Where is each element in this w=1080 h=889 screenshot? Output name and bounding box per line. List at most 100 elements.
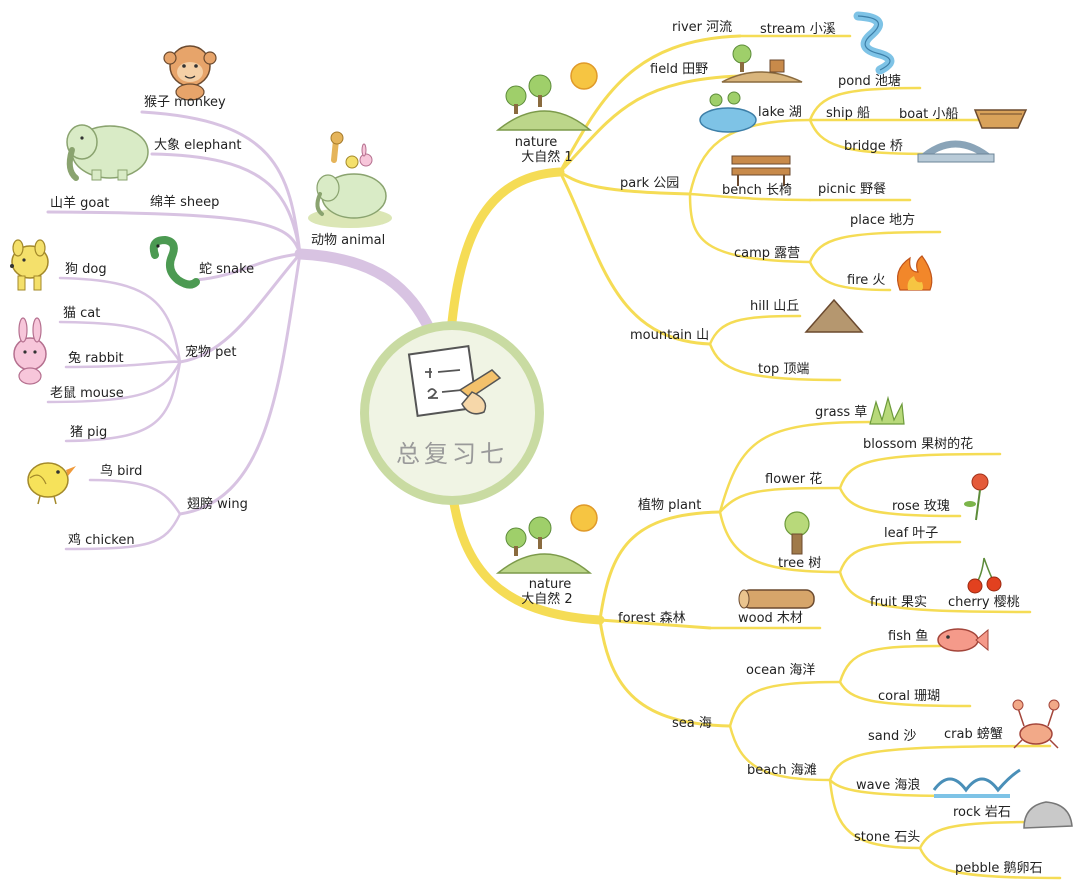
branch-rock — [918, 820, 1032, 850]
branch-sand — [828, 744, 1052, 782]
bird-icon — [27, 462, 76, 505]
label-top: top 顶端 — [758, 362, 809, 377]
branch-snake — [194, 252, 302, 282]
branch-pond — [808, 86, 922, 122]
label-wave: wave 海浪 — [856, 778, 920, 793]
label-nature2-zh: 大自然 2 — [521, 591, 572, 607]
label-bridge: bridge 桥 — [844, 139, 903, 154]
branch-fish — [838, 644, 942, 684]
label-place: place 地方 — [850, 212, 915, 228]
label-grass: grass 草 — [815, 405, 867, 420]
label-sea: sea 海 — [672, 716, 712, 731]
label-chicken: 鸡 chicken — [68, 532, 135, 548]
label-pet: 宠物 pet — [185, 344, 236, 360]
branch-ocean — [728, 680, 842, 728]
label-wing: 翅膀 wing — [187, 496, 248, 512]
branch-elephant — [150, 152, 302, 256]
label-field: field 田野 — [650, 62, 708, 77]
branch-tree — [718, 510, 842, 574]
label-pebble: pebble 鹅卵石 — [955, 860, 1043, 876]
branch-n1-mountain — [558, 170, 712, 346]
branch-monkey — [140, 110, 302, 256]
branch-n2-forest — [598, 618, 712, 630]
branch-n1-field — [558, 74, 742, 174]
label-park: park 公园 — [620, 176, 679, 191]
nature-branches — [447, 34, 1062, 880]
animal-hub-icon — [308, 131, 392, 228]
label-river: river 河流 — [672, 20, 732, 35]
branch-pig — [64, 360, 182, 443]
label-rock: rock 岩石 — [953, 805, 1011, 820]
cherry-icon — [967, 557, 1002, 594]
label-leaf: leaf 叶子 — [884, 526, 938, 541]
label-mouse: 老鼠 mouse — [50, 386, 124, 401]
branch-n1-river — [558, 34, 742, 174]
bench-icon — [731, 155, 791, 186]
branch-center-nature2 — [447, 485, 605, 625]
center-node: 总复习七 — [360, 321, 544, 505]
branch-pet — [178, 252, 302, 364]
hill-icon — [804, 298, 864, 333]
label-fire: fire 火 — [847, 273, 885, 288]
dog-icon — [10, 239, 49, 291]
label-plant: 植物 plant — [638, 498, 701, 513]
label-fruit: fruit 果实 — [870, 595, 927, 610]
label-mountain: mountain 山 — [630, 328, 709, 343]
label-ocean: ocean 海洋 — [746, 663, 815, 678]
branch-n2-plant — [598, 510, 722, 622]
label-nature2-en: nature — [529, 577, 572, 592]
bridge-icon — [917, 140, 995, 163]
grass-icon — [869, 395, 905, 425]
branch-bridge — [808, 118, 932, 156]
tree-icon — [784, 511, 810, 555]
animal-branches — [46, 110, 436, 551]
branch-place — [808, 230, 942, 264]
label-wood: wood 木材 — [738, 611, 803, 626]
label-forest: forest 森林 — [618, 611, 686, 626]
label-nature1-zh: 大自然 1 — [521, 149, 572, 165]
label-boat: boat 小船 — [899, 107, 958, 122]
branch-coral — [838, 680, 972, 708]
fire-icon — [897, 255, 933, 291]
field-icon — [721, 44, 803, 83]
snake-icon — [149, 235, 200, 289]
branch-lake — [688, 118, 812, 196]
branch-wing — [178, 252, 302, 516]
branch-bench — [688, 192, 812, 202]
branch-n2-sea — [598, 618, 732, 728]
branch-center-animal — [294, 248, 436, 336]
branch-leaf — [838, 540, 962, 574]
nature1-labels: nature 大自然 1 river 河流 stream 小溪 field 田野… — [515, 20, 959, 377]
rabbit-icon — [13, 317, 47, 385]
elephant-icon — [66, 124, 149, 181]
nature2-hub-icon — [495, 504, 598, 574]
branch-mouse — [46, 360, 182, 404]
label-picnic: picnic 野餐 — [818, 181, 886, 197]
branch-n1-park — [558, 170, 692, 196]
label-bench: bench 长椅 — [722, 183, 792, 198]
label-hill: hill 山丘 — [750, 299, 799, 314]
label-coral: coral 珊瑚 — [878, 689, 940, 704]
label-ship: ship 船 — [826, 106, 870, 121]
label-animal-hub: 动物 animal — [311, 233, 385, 248]
branch-rose — [838, 486, 962, 518]
branch-flower — [718, 486, 842, 514]
label-pond: pond 池塘 — [838, 73, 901, 89]
label-cat: 猫 cat — [63, 306, 100, 321]
nature1-hub-icon — [495, 62, 598, 131]
label-lake: lake 湖 — [758, 105, 802, 120]
label-bird: 鸟 bird — [100, 463, 142, 479]
branch-wave — [828, 778, 962, 798]
branch-hill — [708, 314, 802, 346]
branch-stone — [828, 778, 922, 850]
label-pig: 猪 pig — [70, 425, 107, 440]
label-stream: stream 小溪 — [760, 22, 836, 37]
branch-goat — [46, 210, 302, 256]
wood-icon — [738, 589, 815, 609]
lake-icon — [699, 91, 757, 133]
branch-center-nature1 — [447, 167, 565, 327]
branch-top — [708, 342, 842, 382]
branch-grass — [718, 420, 872, 514]
label-beach: beach 海滩 — [747, 763, 817, 778]
